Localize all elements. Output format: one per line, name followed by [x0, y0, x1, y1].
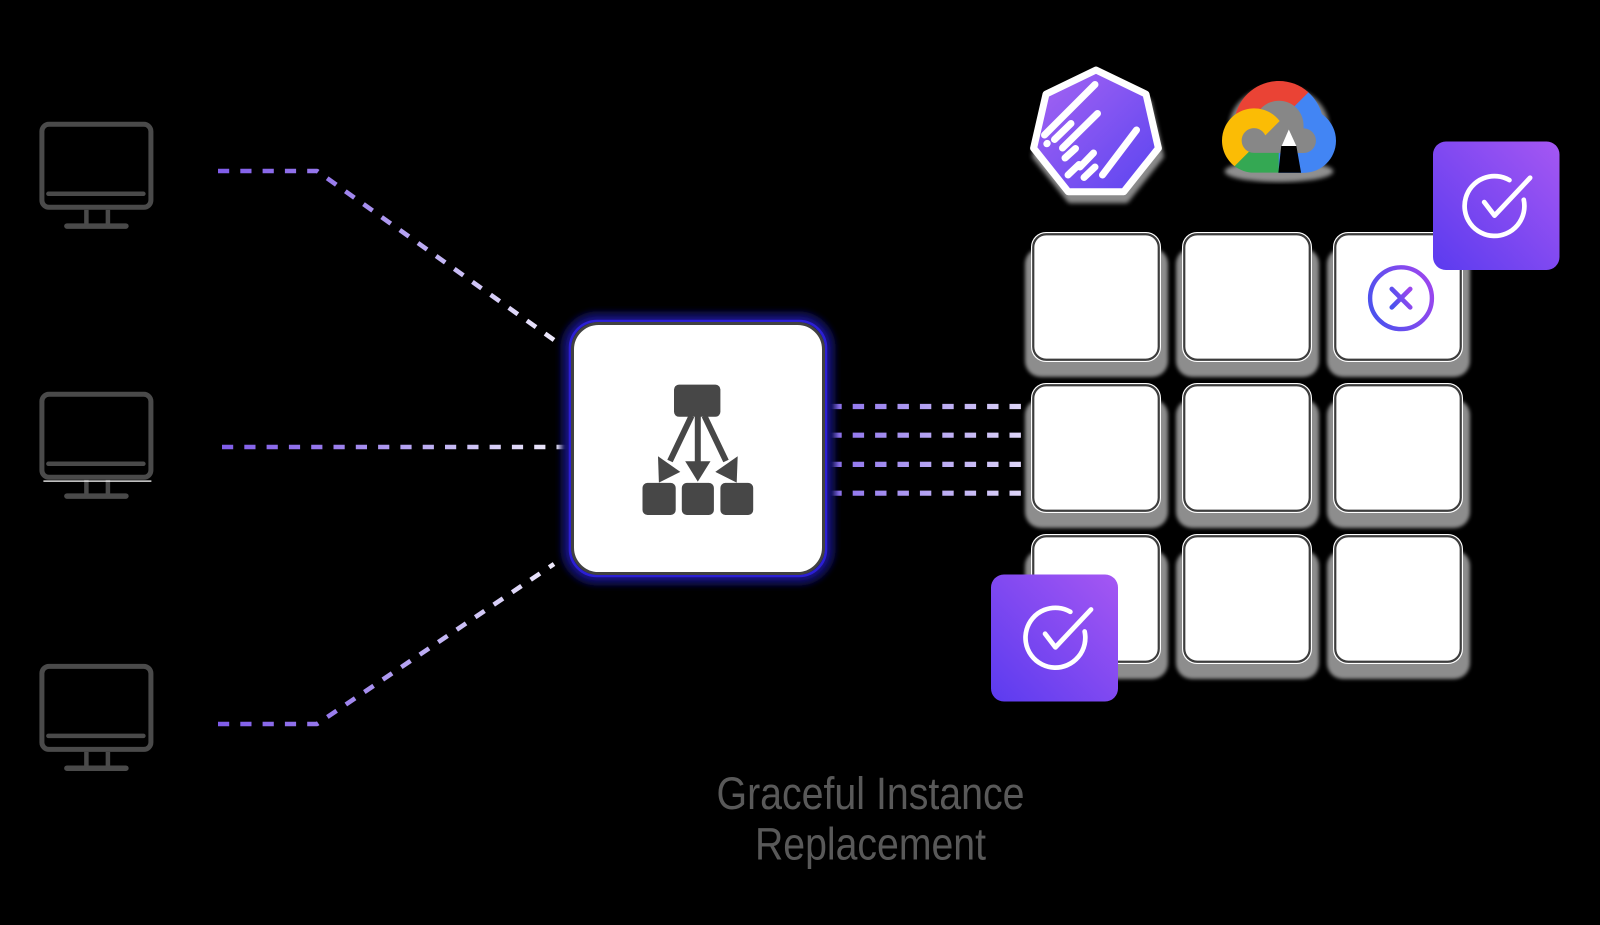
svg-text:Graceful Instance: Graceful Instance [717, 768, 1025, 819]
svg-text:Replacement: Replacement [755, 819, 986, 870]
